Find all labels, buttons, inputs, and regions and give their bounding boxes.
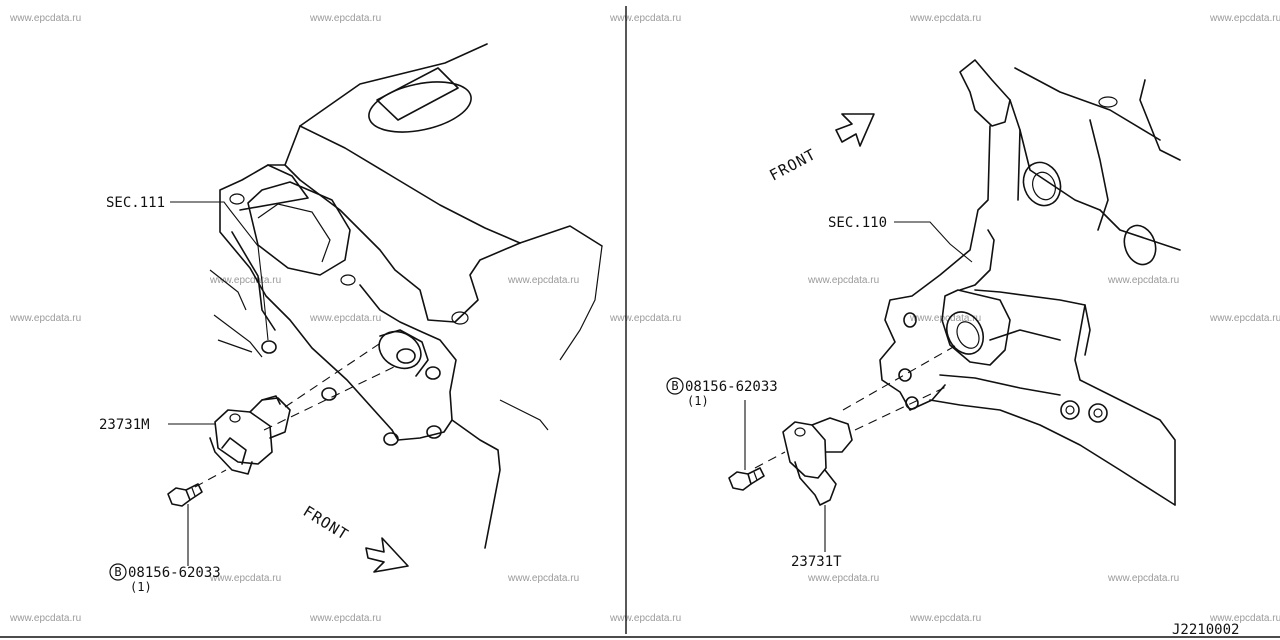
leader-line	[170, 201, 269, 341]
front-arrow-icon	[365, 537, 409, 573]
right-panel: SEC.110 B 08156-62033 (1) 23731T FRONT J…	[666, 59, 1239, 638]
watermark: www.epcdata.ru	[609, 13, 681, 24]
section-label: SEC.111	[106, 195, 165, 211]
diagram-code: J2210002	[1172, 622, 1239, 638]
watermark: www.epcdata.ru	[507, 573, 579, 584]
bolt-part-number: 08156-62033	[685, 379, 778, 395]
leader-line	[894, 221, 973, 263]
alignment-line	[854, 384, 951, 431]
cam-position-sensor-left	[209, 395, 291, 475]
engine-block-right	[879, 59, 1181, 506]
watermark: www.epcdata.ru	[609, 613, 681, 624]
watermark: www.epcdata.ru	[507, 275, 579, 286]
bolt-badge-circle	[666, 377, 684, 395]
watermark: www.epcdata.ru	[1209, 13, 1280, 24]
front-arrow-icon	[835, 113, 875, 147]
watermark: www.epcdata.ru	[609, 313, 681, 324]
watermark: www.epcdata.ru	[309, 613, 381, 624]
front-label: FRONT	[300, 502, 352, 544]
bolt-quantity: (1)	[130, 580, 152, 594]
cam-position-sensor-right	[782, 417, 853, 506]
watermark: www.epcdata.ru	[909, 313, 981, 324]
watermark: www.epcdata.ru	[9, 13, 81, 24]
engine-head-left	[209, 43, 603, 549]
bolt-left	[167, 483, 203, 507]
alignment-line	[842, 345, 956, 411]
watermark: www.epcdata.ru	[9, 313, 81, 324]
bolt-part-number: 08156-62033	[128, 565, 221, 581]
watermark: www.epcdata.ru	[1107, 275, 1179, 286]
watermark: www.epcdata.ru	[209, 275, 281, 286]
section-label: SEC.110	[828, 215, 887, 231]
watermark: www.epcdata.ru	[1107, 573, 1179, 584]
bolt-right	[728, 467, 765, 491]
watermark: www.epcdata.ru	[909, 13, 981, 24]
alignment-line	[194, 469, 227, 488]
watermark: www.epcdata.ru	[9, 613, 81, 624]
watermark: www.epcdata.ru	[309, 313, 381, 324]
alignment-line	[263, 364, 399, 431]
watermark: www.epcdata.ru	[1209, 313, 1280, 324]
watermark-layer: www.epcdata.ru www.epcdata.ru www.epcdat…	[9, 13, 1280, 624]
alignment-line	[754, 451, 786, 469]
watermark: www.epcdata.ru	[807, 275, 879, 286]
sensor-part-number: 23731M	[99, 417, 150, 433]
watermark: www.epcdata.ru	[1209, 613, 1280, 624]
bolt-badge-circle	[109, 563, 127, 581]
front-label: FRONT	[766, 145, 819, 184]
watermark: www.epcdata.ru	[309, 13, 381, 24]
bolt-badge: B	[114, 565, 121, 579]
watermark: www.epcdata.ru	[807, 573, 879, 584]
watermark: www.epcdata.ru	[909, 613, 981, 624]
left-panel: SEC.111 23731M B 08156-62033 (1) FRONT	[99, 43, 603, 594]
bolt-quantity: (1)	[687, 394, 709, 408]
alignment-line	[284, 341, 383, 408]
watermark: www.epcdata.ru	[209, 573, 281, 584]
bolt-badge: B	[671, 379, 678, 393]
sensor-part-number: 23731T	[791, 554, 842, 570]
